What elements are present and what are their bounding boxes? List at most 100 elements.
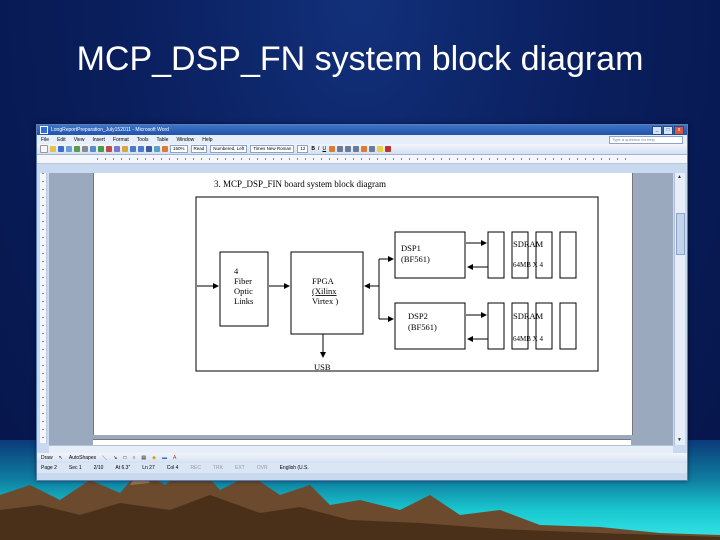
scroll-thumb[interactable]	[676, 213, 685, 255]
next-page[interactable]	[93, 439, 631, 445]
print-preview-icon[interactable]	[90, 146, 96, 152]
dsp2-block	[394, 302, 466, 350]
word-window: LongReportPreparation_July152011 - Micro…	[36, 124, 688, 481]
help-search-input[interactable]: Type a question for help	[609, 135, 683, 144]
italic-button[interactable]: I	[318, 146, 320, 152]
align-left-icon[interactable]	[329, 146, 336, 152]
rectangle-icon[interactable]: □	[123, 455, 127, 461]
sdram-top-a	[511, 231, 529, 279]
fiber-block	[219, 251, 269, 327]
slide-title: MCP_DSP_FN system block diagram	[76, 40, 644, 78]
sdram-top-b	[535, 231, 553, 279]
open-icon[interactable]	[50, 146, 56, 152]
fiber-text-1: 4	[234, 266, 239, 276]
font-size-select[interactable]: 12	[297, 145, 309, 153]
sdram-top-label: SDRAM	[513, 239, 544, 249]
document-page[interactable]: 3. MCP_DSP_FIN board system block diagra…	[93, 173, 633, 435]
close-button[interactable]: x	[674, 125, 684, 135]
tables-icon[interactable]	[154, 146, 160, 152]
fpga-text-1: FPGA	[312, 276, 335, 286]
scroll-down-icon[interactable]: ▼	[677, 437, 682, 443]
draw-menu[interactable]: Draw	[41, 455, 53, 461]
numbering-icon[interactable]	[361, 146, 368, 152]
horizontal-scrollbar[interactable]	[49, 445, 673, 454]
dsp2-text-2: (BF561)	[408, 322, 437, 332]
redo-icon[interactable]	[138, 146, 144, 152]
select-objects-icon[interactable]: ↖	[58, 455, 63, 461]
font-color-icon[interactable]	[385, 146, 392, 152]
menu-edit[interactable]: Edit	[57, 136, 66, 143]
menu-help[interactable]: Help	[202, 136, 213, 143]
line-color-icon[interactable]: ▬	[162, 455, 167, 461]
menu-window[interactable]: Window	[176, 136, 195, 143]
fpga-block	[290, 251, 364, 335]
fiber-text-2: Fiber	[234, 276, 252, 286]
sdram-bottom-size: 64MB X 4	[513, 335, 543, 343]
permission-icon[interactable]	[66, 146, 72, 152]
dsp1-text-2: (BF561)	[401, 254, 430, 264]
title-bar: LongReportPreparation_July152011 - Micro…	[37, 125, 687, 135]
menu-tools[interactable]: Tools	[136, 136, 149, 143]
read-button[interactable]: Read	[190, 145, 208, 153]
paste-icon[interactable]	[122, 146, 128, 152]
zoom-select[interactable]: 150%	[170, 145, 188, 153]
new-icon[interactable]	[40, 145, 48, 153]
line-icon[interactable]: ＼	[102, 455, 108, 462]
style-select[interactable]: Numbered, Left	[210, 145, 248, 153]
diagram-caption: 3. MCP_DSP_FIN board system block diagra…	[214, 179, 386, 189]
oval-icon[interactable]: ○	[132, 455, 136, 461]
fill-color-icon[interactable]: ◆	[152, 455, 156, 461]
bold-button[interactable]: B	[311, 146, 316, 152]
undo-icon[interactable]	[130, 146, 136, 152]
menu-file[interactable]: File	[41, 136, 50, 143]
diagram-frame	[195, 196, 599, 372]
status-pages: 2/10	[93, 465, 104, 471]
menu-view[interactable]: View	[73, 136, 85, 143]
hyperlink-icon[interactable]	[146, 146, 152, 152]
save-icon[interactable]	[58, 146, 64, 152]
cut-icon[interactable]	[106, 146, 112, 152]
horizontal-ruler[interactable]	[37, 155, 687, 164]
status-ovr[interactable]: OVR	[256, 465, 268, 471]
autoshapes-menu[interactable]: AutoShapes	[68, 455, 97, 461]
show-hide-icon[interactable]	[162, 146, 168, 152]
sdram-bottom-c	[559, 302, 577, 350]
vertical-scrollbar[interactable]: ▲ ▼	[674, 173, 685, 445]
status-trk[interactable]: TRK	[213, 465, 223, 471]
align-right-icon[interactable]	[345, 146, 352, 152]
font-select[interactable]: Times New Roman	[250, 145, 295, 153]
drawing-font-color-icon[interactable]: A	[173, 455, 177, 461]
menu-insert[interactable]: Insert	[92, 136, 105, 143]
status-rec[interactable]: REC	[190, 465, 201, 471]
spelling-icon[interactable]	[98, 146, 104, 152]
menu-format[interactable]: Format	[112, 136, 129, 143]
status-page: Page 2	[41, 465, 57, 471]
fiber-text-4: Links	[234, 296, 253, 306]
dsp1-block	[394, 231, 466, 279]
copy-icon[interactable]	[114, 146, 120, 152]
vertical-ruler[interactable]	[40, 173, 47, 443]
fpga-text-2: (Xilinx	[312, 286, 337, 296]
scroll-up-icon[interactable]: ▲	[677, 174, 682, 180]
textbox-icon[interactable]: ▤	[141, 455, 147, 461]
highlight-icon[interactable]	[377, 146, 384, 152]
fiber-text-3: Optic	[234, 286, 253, 296]
justify-icon[interactable]	[353, 146, 360, 152]
status-section: Sec 1	[68, 465, 82, 471]
arrow-icon[interactable]: ↘	[113, 455, 118, 461]
sdram-top-c	[559, 231, 577, 279]
minimize-button[interactable]: _	[652, 125, 662, 135]
underline-button[interactable]: U	[322, 146, 327, 152]
email-icon[interactable]	[74, 146, 80, 152]
dsp2-text-1: DSP2	[408, 311, 428, 321]
status-ext[interactable]: EXT	[235, 465, 245, 471]
align-center-icon[interactable]	[337, 146, 344, 152]
drawing-toolbar: Draw ↖ AutoShapes ＼ ↘ □ ○ ▤ ◆ ▬ A	[37, 453, 687, 463]
print-icon[interactable]	[82, 146, 88, 152]
status-language[interactable]: English (U.S.	[279, 465, 309, 471]
maximize-button[interactable]: □	[663, 125, 673, 135]
bullets-icon[interactable]	[369, 146, 376, 152]
menu-table[interactable]: Table	[156, 136, 169, 143]
block-diagram: 4 Fiber Optic Links FPGA (Xilinx Virtex …	[195, 196, 599, 372]
buffer-bottom	[487, 302, 505, 350]
